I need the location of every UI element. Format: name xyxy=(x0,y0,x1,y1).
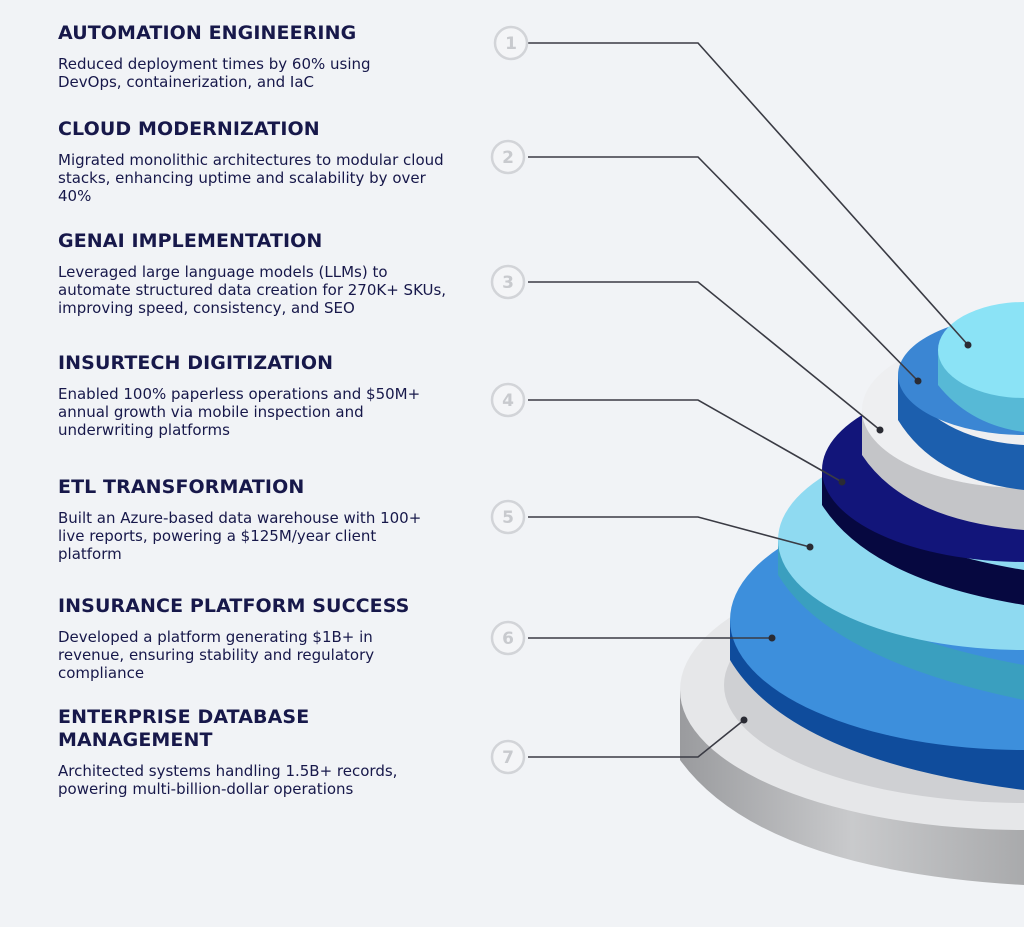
number-label-1: 1 xyxy=(505,34,517,54)
connector-line-5 xyxy=(528,516,811,548)
item-description: Leveraged large language models (LLMs) t… xyxy=(58,263,447,317)
connector-line-1 xyxy=(528,42,969,346)
anchor-dot-5 xyxy=(806,543,814,551)
anchor-dot-1 xyxy=(964,341,972,349)
item-title: INSURTECH DIGITIZATION xyxy=(58,352,334,374)
layer-1-disc xyxy=(938,302,1024,432)
item-title: GENAI IMPLEMENTATION xyxy=(58,230,323,252)
item-description: Enabled 100% paperless operations and $5… xyxy=(58,385,421,439)
item-title: ENTERPRISE DATABASE MANAGEMENT xyxy=(58,706,310,751)
number-label-7: 7 xyxy=(502,748,514,768)
number-label-5: 5 xyxy=(502,508,514,528)
item-etl-transformation: ETL TRANSFORMATION Built an Azure-based … xyxy=(58,476,498,563)
number-label-4: 4 xyxy=(502,391,514,411)
item-genai-implementation: GENAI IMPLEMENTATION Leveraged large lan… xyxy=(58,230,498,317)
item-insurance-platform-success: INSURANCE PLATFORM SUCCESS Developed a p… xyxy=(58,595,498,682)
number-label-2: 2 xyxy=(502,148,514,168)
number-circle-5: 5 xyxy=(490,499,526,535)
number-circle-6: 6 xyxy=(490,620,526,656)
connector-line-2 xyxy=(528,156,919,382)
item-description: Developed a platform generating $1B+ in … xyxy=(58,628,375,682)
number-label-6: 6 xyxy=(502,629,514,649)
connector-line-4 xyxy=(528,399,843,483)
anchor-dot-3 xyxy=(876,426,884,434)
item-description: Built an Azure-based data warehouse with… xyxy=(58,509,422,563)
item-description: Reduced deployment times by 60% using De… xyxy=(58,55,371,91)
connector-lines xyxy=(528,42,969,758)
anchor-dots xyxy=(740,341,972,724)
anchor-dot-6 xyxy=(768,634,776,642)
number-circle-7: 7 xyxy=(490,739,526,775)
item-description: Architected systems handling 1.5B+ recor… xyxy=(58,762,398,798)
number-circle-4: 4 xyxy=(490,382,526,418)
number-circle-3: 3 xyxy=(490,264,526,300)
number-circle-1: 1 xyxy=(493,25,529,61)
item-insurtech-digitization: INSURTECH DIGITIZATION Enabled 100% pape… xyxy=(58,352,498,439)
item-title: AUTOMATION ENGINEERING xyxy=(58,22,357,44)
anchor-dot-7 xyxy=(740,716,748,724)
number-circles: 1 2 3 4 5 6 7 xyxy=(490,25,529,775)
item-title: ETL TRANSFORMATION xyxy=(58,476,305,498)
item-automation-engineering: AUTOMATION ENGINEERING Reduced deploymen… xyxy=(58,22,498,91)
item-title: CLOUD MODERNIZATION xyxy=(58,118,320,140)
item-enterprise-database-management: ENTERPRISE DATABASE MANAGEMENT Architect… xyxy=(58,706,498,798)
item-title: INSURANCE PLATFORM SUCCESS xyxy=(58,595,410,617)
anchor-dot-4 xyxy=(838,478,846,486)
anchor-dot-2 xyxy=(914,377,922,385)
connector-line-3 xyxy=(528,281,881,431)
item-description: Migrated monolithic architectures to mod… xyxy=(58,151,444,205)
number-circle-2: 2 xyxy=(490,139,526,175)
connector-line-7 xyxy=(528,719,745,758)
number-label-3: 3 xyxy=(502,273,514,293)
item-cloud-modernization: CLOUD MODERNIZATION Migrated monolithic … xyxy=(58,118,498,205)
